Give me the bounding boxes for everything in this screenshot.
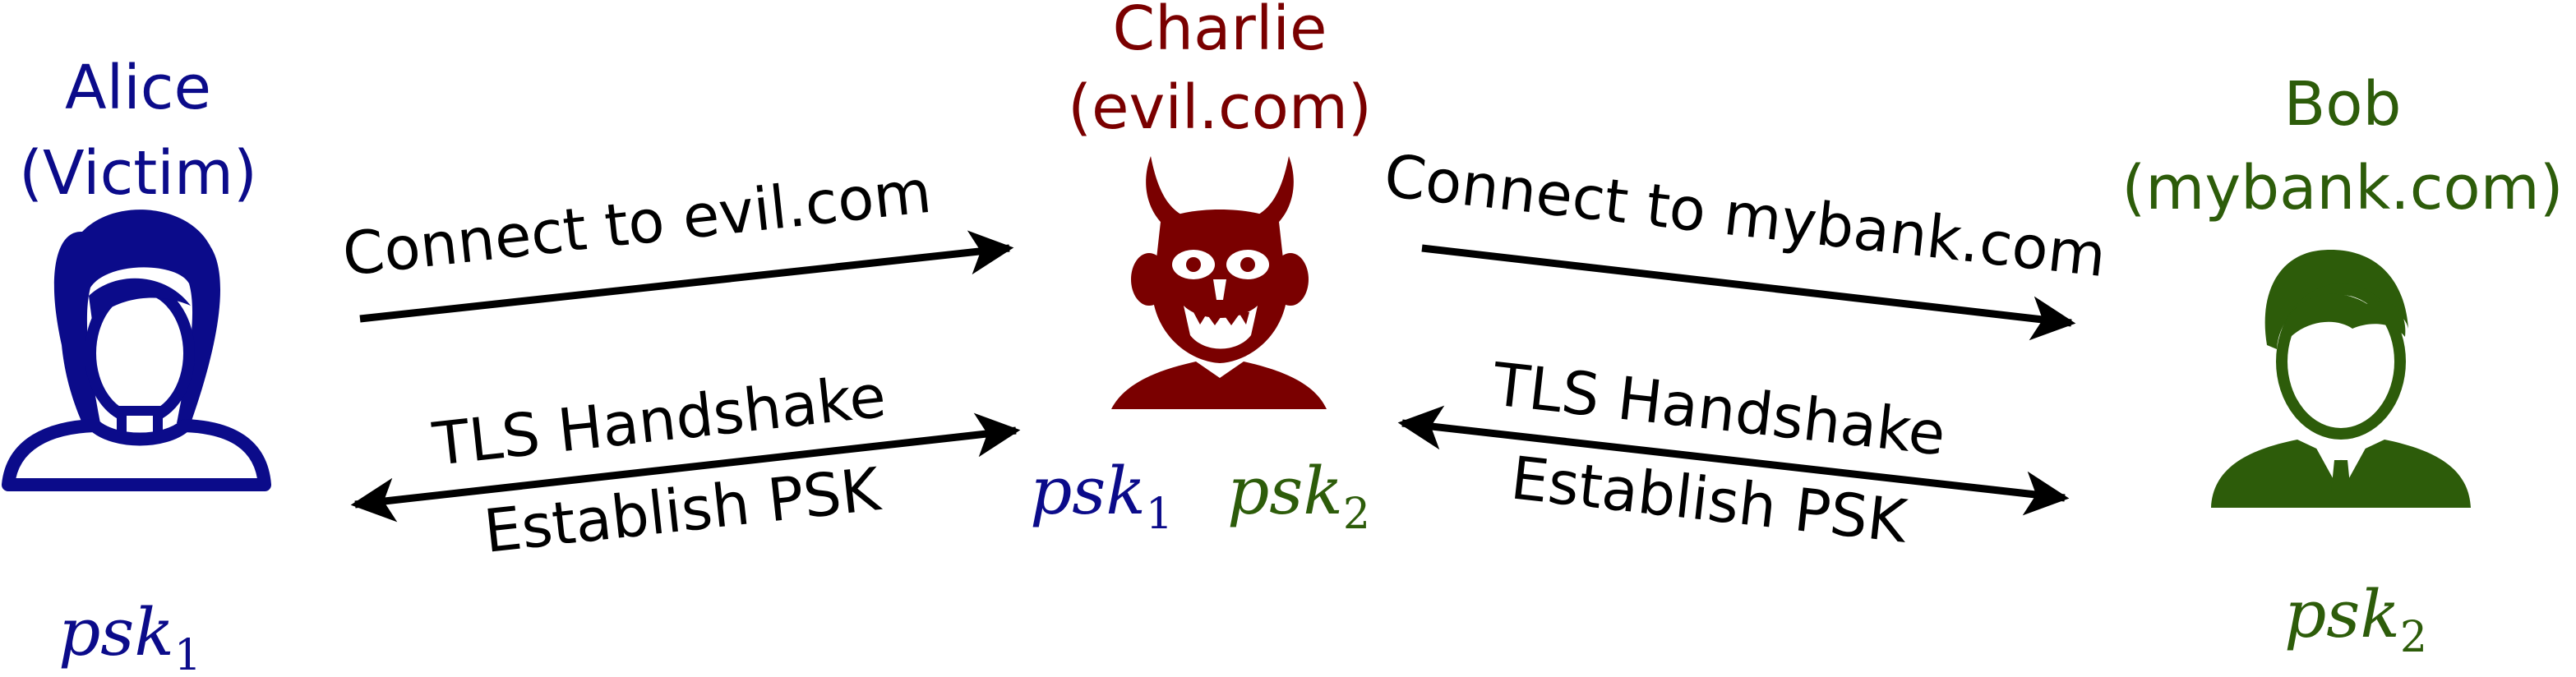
charlie-name: Charlie: [1113, 0, 1327, 64]
connect-right-arrow: [1421, 244, 2076, 341]
bob-key: psk2: [2284, 576, 2427, 662]
alice-group: Alice (Victim) psk1: [2, 53, 271, 677]
connect-left-arrow: [359, 230, 1014, 323]
handshake-right-arrow: [1397, 405, 2070, 516]
charlie-key-left: psk1: [1030, 453, 1173, 539]
charlie-group: Charlie (evil.com) psk1 psk2: [1030, 0, 1372, 539]
woman-avatar-icon: [2, 210, 271, 491]
alice-role: (Victim): [19, 138, 257, 209]
charlie-key-right: psk2: [1227, 453, 1370, 539]
bob-group: Bob (mybank.com) psk2: [2121, 69, 2563, 662]
handshake-left-arrow: [350, 412, 1021, 523]
devil-icon: [1111, 156, 1327, 409]
bob-role: (mybank.com): [2121, 153, 2563, 223]
man-in-suit-icon: [2211, 250, 2471, 508]
left-channel: Connect to evil.com TLS Handshake Establ…: [339, 157, 1021, 566]
alice-key: psk1: [58, 594, 201, 673]
right-channel: Connect to mybank.com TLS Handshake Esta…: [1381, 140, 2109, 556]
bob-name: Bob: [2283, 69, 2401, 140]
connect-right-label: Connect to mybank.com: [1381, 140, 2109, 290]
alice-name: Alice: [65, 53, 211, 123]
charlie-role: (evil.com): [1068, 72, 1372, 143]
